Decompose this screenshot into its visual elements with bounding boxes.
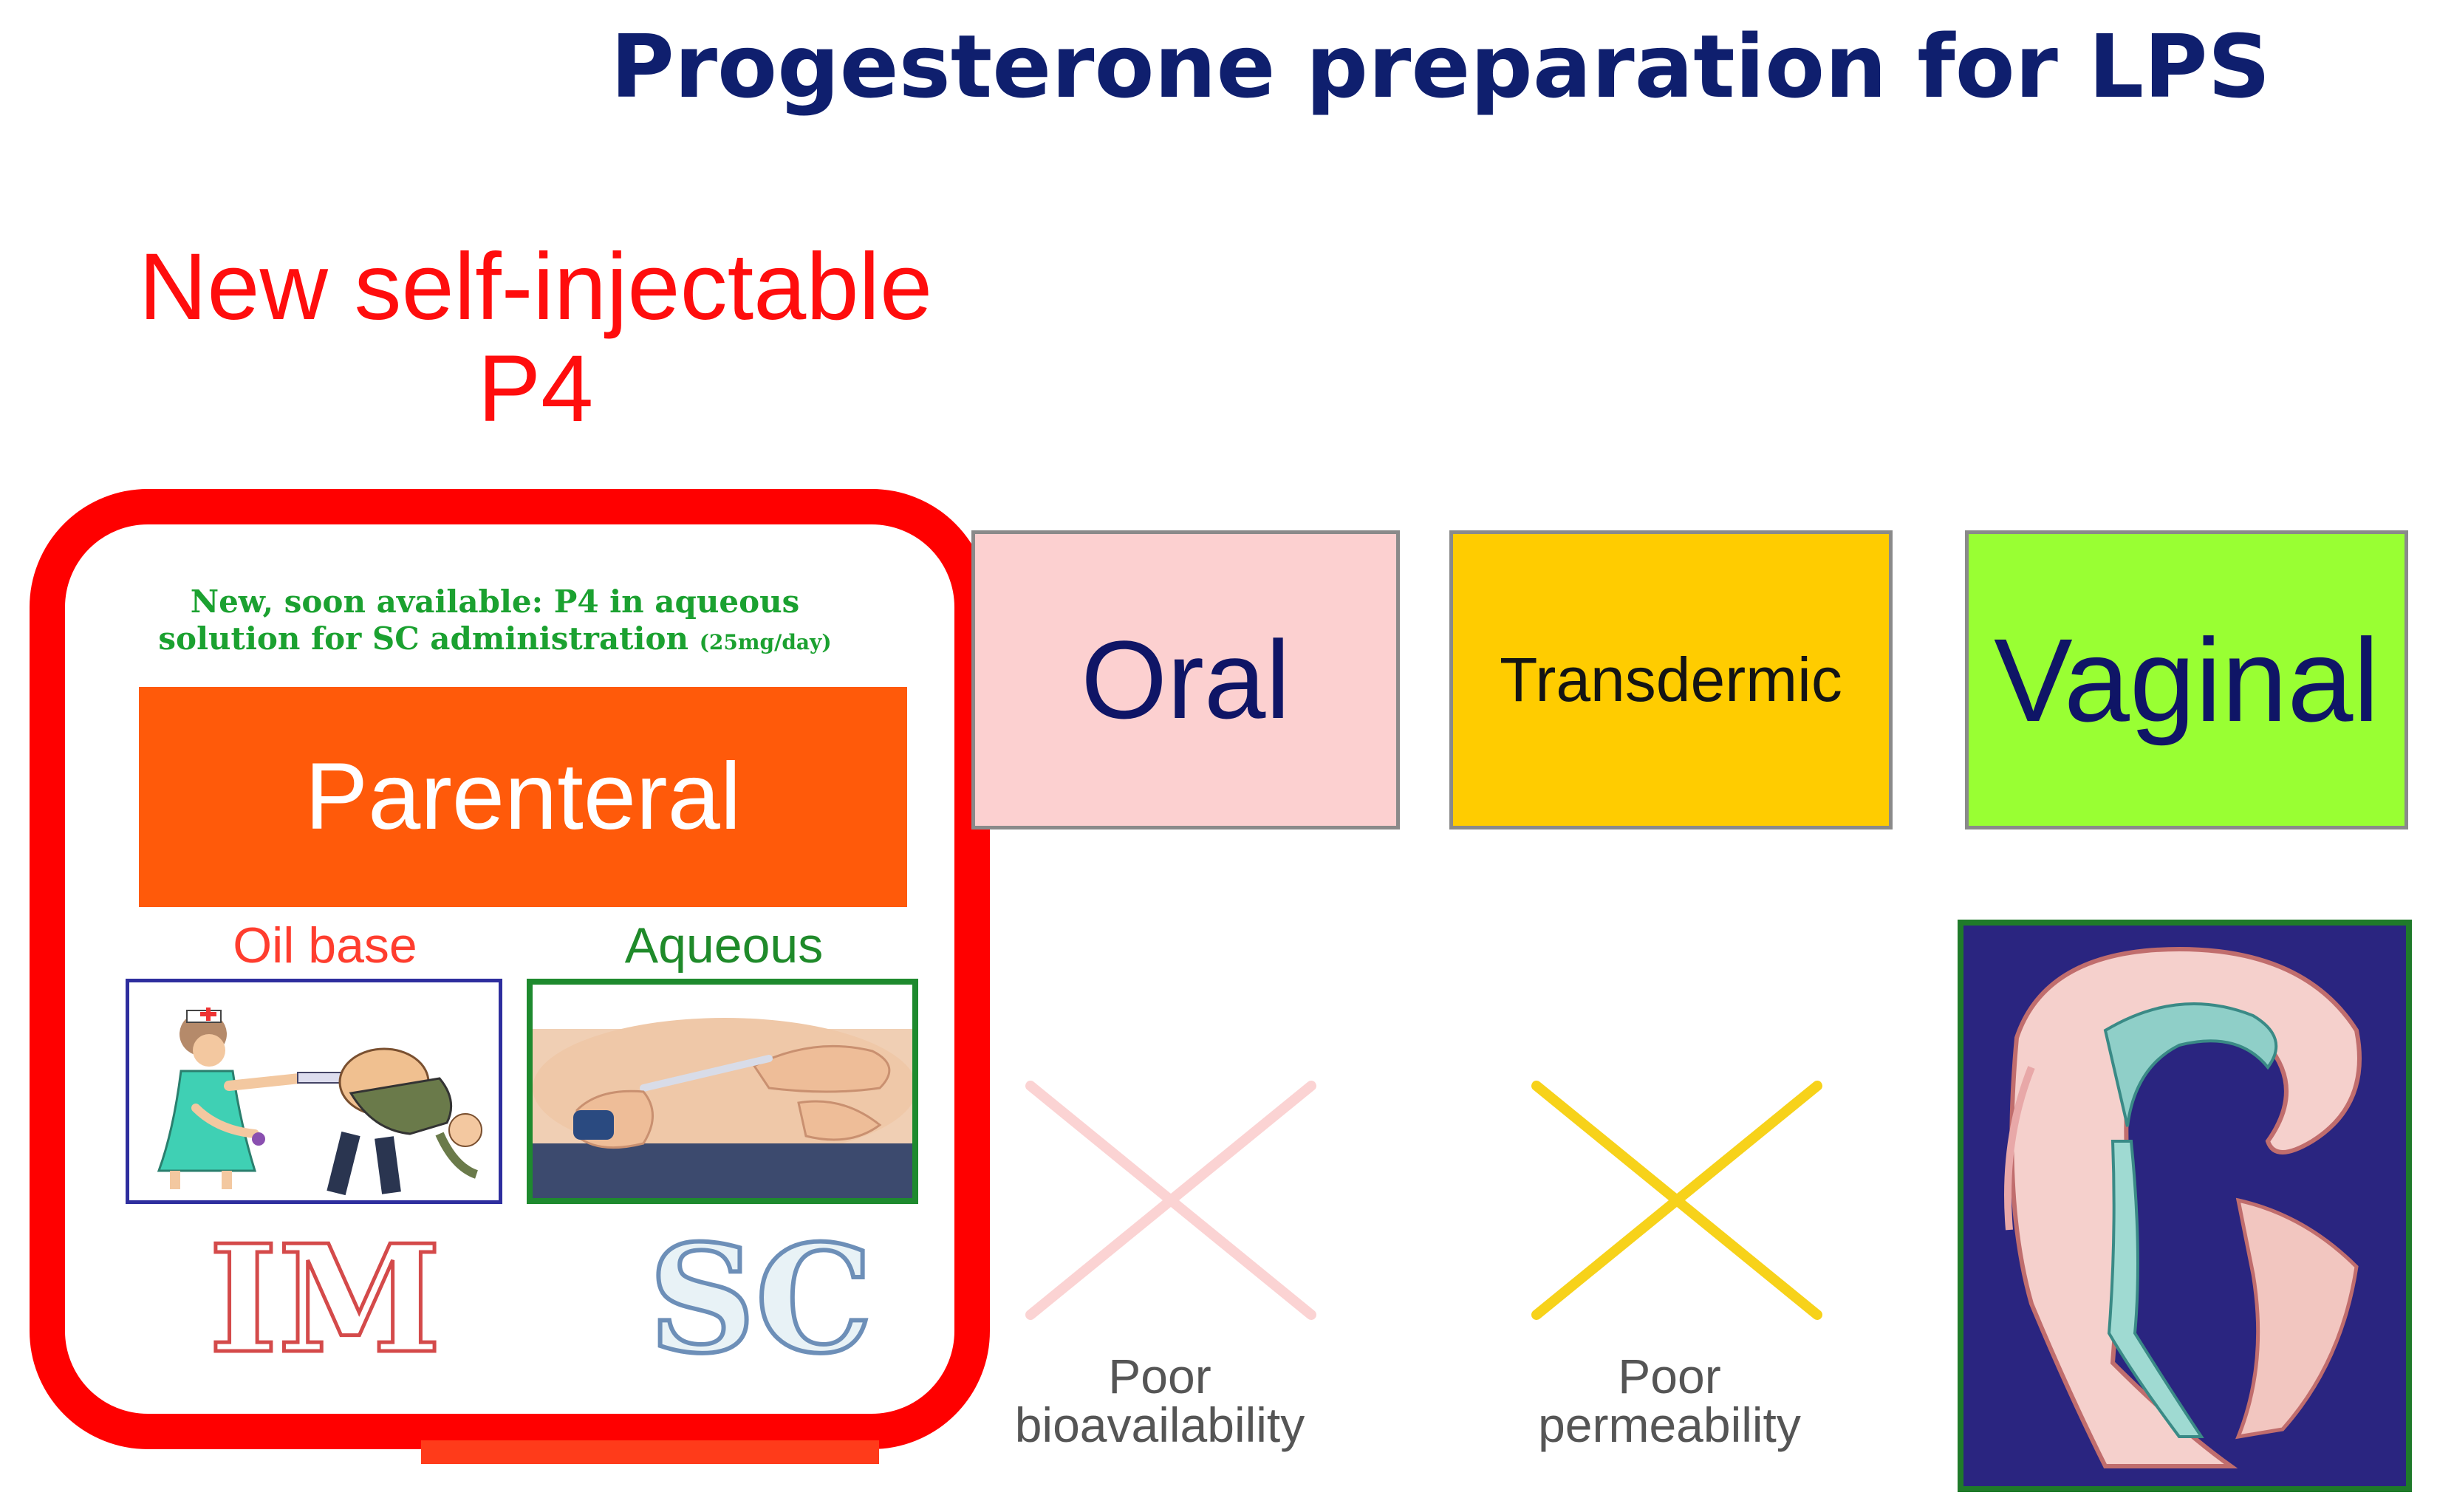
note-line1: New, soon available: P4 in aqueous [190,584,800,620]
slide-title: Progesterone preparation for LPS [610,16,2271,117]
aqueous-label: Aqueous [624,917,824,974]
oral-label: Oral [1081,618,1291,742]
new-availability-note: New, soon available: P4 in aqueous solut… [111,584,879,661]
transdermic-route-box: Transdermic [1449,530,1893,829]
highlight-frame-tab [421,1440,879,1464]
oral-cross-icon [1025,1081,1316,1320]
vaginal-anatomy-illustration [1958,920,2412,1492]
transdermic-drawback-note: Poor permeability [1477,1352,1862,1449]
highlight-heading: New self-injectable P4 [30,236,1042,440]
transdermic-note-line2: permeability [1538,1398,1801,1452]
vaginal-route-box: Vaginal [1965,530,2408,829]
oral-route-box: Oral [971,530,1400,829]
parenteral-box: Parenteral [139,687,907,907]
highlight-heading-line2: P4 [477,336,594,442]
highlight-frame [30,489,990,1449]
note-line2: solution for SC administration [158,620,689,657]
highlight-heading-line1: New self-injectable [138,234,933,340]
oil-base-label: Oil base [233,917,417,974]
im-label: IM [207,1213,443,1386]
sc-label: SC [646,1213,875,1386]
transdermic-note-line1: Poor [1618,1349,1721,1403]
oral-note-line1: Poor [1108,1349,1211,1403]
note-dose: (25mg/day) [699,630,832,654]
oral-note-line2: bioavailability [1014,1398,1305,1452]
transdermic-cross-icon [1531,1081,1822,1320]
transdermic-label: Transdermic [1500,645,1842,714]
nurse-injection-illustration [126,979,502,1204]
oral-drawback-note: Poor bioavailability [982,1352,1337,1449]
vaginal-label: Vaginal [1994,613,2379,746]
abdominal-injection-photo [527,979,918,1204]
